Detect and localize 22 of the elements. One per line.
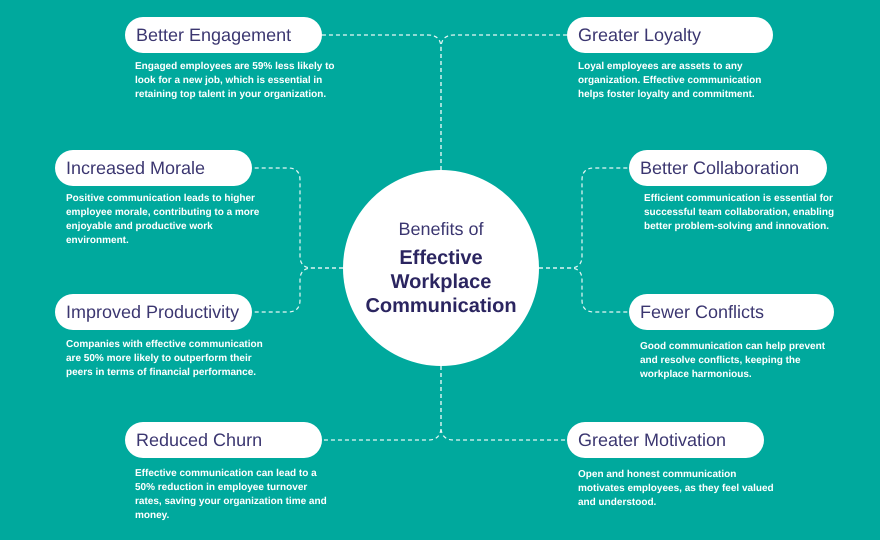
benefit-title: Improved Productivity bbox=[55, 294, 252, 330]
description-text: Efficient communication is essential for successful team collaboration, enabling better problem-solving and innovation. bbox=[644, 192, 836, 234]
benefit-title: Fewer Conflicts bbox=[629, 294, 834, 330]
description-text: Loyal employees are assets to any organization. Effective communication helps foster loyalty and commitment. bbox=[578, 60, 762, 102]
description-text: Good communication can help prevent and resolve conflicts, keeping the workplace harmonious. bbox=[640, 340, 826, 382]
benefit-title: Reduced Churn bbox=[125, 422, 322, 458]
benefit-title: Greater Motivation bbox=[567, 422, 764, 458]
connector-line bbox=[440, 366, 567, 441]
benefit-title: Better Engagement bbox=[125, 17, 322, 53]
subtitle-text: Benefits of bbox=[398, 218, 484, 240]
benefit-title: Increased Morale bbox=[55, 150, 252, 186]
description-text: Effective communication can lead to a 50% reduction in employee turnover rates, saving your organization time and money. bbox=[135, 467, 328, 523]
heading-text: Effective Workplace Communication bbox=[364, 246, 518, 318]
description-text: Engaged employees are 59% less likely to look for a new job, which is essential in retaining top talent in your organization. bbox=[135, 60, 335, 102]
benefit-title: Greater Loyalty bbox=[567, 17, 773, 53]
benefit-title: Better Collaboration bbox=[629, 150, 827, 186]
description-text: Open and honest communication motivates employees, as they feel valued and understood. bbox=[578, 468, 775, 510]
connector-line bbox=[440, 34, 567, 170]
description-text: Positive communication leads to higher employee morale, contributing to a more enjoyable and productive work environment. bbox=[66, 192, 260, 248]
description-text: Companies with effective communication are 50% more likely to outperform their peers in terms of financial performance. bbox=[66, 338, 264, 380]
connector-line bbox=[252, 267, 343, 313]
connector-line bbox=[539, 267, 629, 313]
